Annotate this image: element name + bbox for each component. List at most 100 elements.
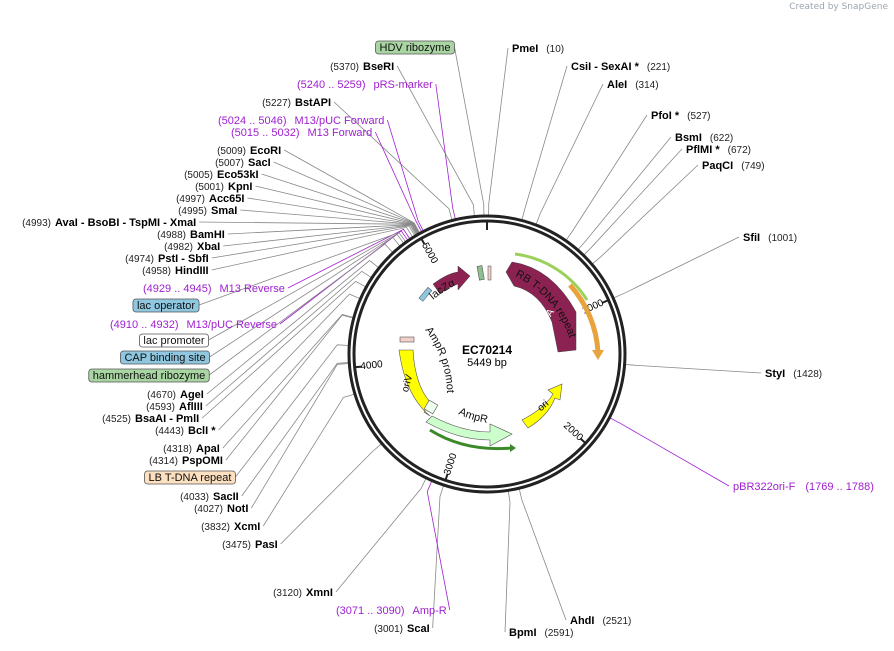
watermark-text: Created by SnapGene — [789, 2, 888, 12]
site-position: (3120) — [273, 588, 302, 599]
feature-name: CAP binding site — [124, 352, 205, 364]
primer-name: M13/pUC Reverse — [187, 319, 277, 331]
site-acc65i[interactable]: (4997)Acc65I — [176, 193, 244, 205]
callout-line — [432, 484, 445, 629]
site-position: (5001) — [195, 182, 224, 193]
site-name: XbaI — [197, 241, 220, 253]
site-name: AflIII — [179, 401, 203, 413]
site-position: (4974) — [125, 254, 154, 265]
feature-trfa[interactable]: trfA — [505, 252, 604, 360]
feature-cap-binding-site[interactable]: CAP binding site — [120, 350, 210, 365]
site-smai[interactable]: (4995)SmaI — [178, 205, 237, 217]
callout-line — [206, 260, 380, 395]
site-agei[interactable]: (4670)AgeI — [147, 389, 204, 401]
site-bseri[interactable]: (5370)BseRI — [330, 61, 394, 73]
site-position: (4318) — [163, 444, 192, 455]
site-name: AleI — [607, 79, 627, 91]
feature-ori[interactable]: ori — [521, 383, 563, 429]
feature-ampr-promoter — [399, 336, 415, 343]
feature-hammerhead-ribozyme[interactable]: hammerhead ribozyme — [88, 368, 210, 383]
site-bamhi[interactable]: (4988)BamHI — [157, 229, 225, 241]
primer-m13-puc-reverse[interactable]: (4910 .. 4932)M13/pUC Reverse — [110, 319, 277, 331]
site-bpmi[interactable]: BpmI(2591) — [509, 627, 573, 639]
primer-name: M13/pUC Forward — [295, 115, 385, 127]
feature-name: hammerhead ribozyme — [93, 370, 206, 382]
site-sfii[interactable]: SfiI(1001) — [743, 232, 797, 244]
site-alei[interactable]: AleI (314) — [607, 79, 659, 91]
primer-amp-r[interactable]: (3071 .. 3090)Amp-R — [336, 605, 447, 617]
callout-line — [335, 477, 427, 593]
site-position: (749) — [741, 161, 764, 172]
site-position: (314) — [635, 80, 658, 91]
site-pmei[interactable]: PmeI(10) — [512, 43, 564, 55]
ruler-tick — [354, 365, 362, 369]
callout-line — [209, 236, 401, 358]
site-apai[interactable]: (4318)ApaI — [163, 443, 220, 455]
callout-line — [396, 65, 475, 217]
site-avai[interactable]: (4993)AvaI - BsoBI - TspMI - XmaI — [22, 217, 196, 229]
site-scai[interactable]: (3001)ScaI — [374, 623, 430, 635]
primer-prs-marker[interactable]: (5240 .. 5259)pRS-marker — [297, 79, 433, 91]
callout-line — [535, 83, 604, 226]
site-name: BsmI — [675, 132, 702, 144]
backbone-outer — [347, 214, 627, 494]
site-saci[interactable]: (5007) SacI — [215, 157, 271, 169]
primer-position: (5024 .. 5046) — [218, 115, 287, 127]
callout-line — [521, 65, 568, 221]
feature-hdv-ribozyme[interactable]: HDV ribozyme — [375, 40, 455, 55]
site-eco53ki[interactable]: (5005)Eco53kI — [184, 169, 259, 181]
site-styi[interactable]: StyI(1428) — [765, 368, 822, 380]
feature-name: lac promoter — [143, 335, 204, 347]
site-bcli[interactable]: (4443)BclI * — [155, 425, 216, 437]
feature-lacza[interactable] — [432, 265, 471, 295]
feature-lb-t-dna-repeat[interactable]: LB T-DNA repeat — [144, 470, 236, 485]
site-xbai[interactable]: (4982)XbaI — [164, 241, 220, 253]
site-ahdi[interactable]: AhdI(2521) — [570, 615, 631, 627]
site-pspomi[interactable]: (4314)PspOMI — [149, 455, 223, 467]
ruler-tick-label: 3000 — [442, 452, 460, 477]
site-csii[interactable]: CsiI - SexAI *(221) — [571, 61, 670, 73]
site-name: PspOMI — [182, 455, 223, 467]
callout-line — [287, 228, 411, 289]
site-psti[interactable]: (4974)PstI - SbfI — [125, 253, 209, 265]
callout-line — [241, 362, 350, 497]
site-name: BclI * — [188, 425, 216, 437]
site-bsmi[interactable]: BsmI(622) — [675, 132, 733, 144]
orv-label: oriV — [400, 373, 415, 393]
primer-m13-forward[interactable]: (5015 .. 5032)M13 Forward — [231, 127, 372, 139]
site-name: AgeI — [180, 389, 204, 401]
site-position: (5007) — [215, 158, 244, 169]
site-bsaai[interactable]: (4525)BsaAI - PmlI — [102, 413, 199, 425]
site-xmni[interactable]: (3120)XmnI — [273, 587, 333, 599]
callout-line — [209, 243, 394, 376]
primer-position: (5015 .. 5032) — [231, 127, 300, 139]
site-sacii[interactable]: (4033)SacII — [180, 491, 239, 503]
site-pfoi[interactable]: PfoI *(527) — [651, 110, 710, 122]
primer-pbr322ori-f[interactable]: pBR322ori-F(1769 .. 1788) — [733, 481, 874, 493]
primer-m13-reverse[interactable]: (4929 .. 4945)M13 Reverse — [143, 283, 285, 295]
site-position: (5009) — [217, 146, 246, 157]
site-afliii[interactable]: (4593)AflIII — [146, 401, 203, 413]
site-name: SacI — [248, 157, 271, 169]
site-paqci[interactable]: PaqCI(749) — [702, 160, 765, 172]
callout-line — [208, 233, 405, 341]
site-bstapi[interactable]: (5227)BstAPI — [262, 97, 331, 109]
callout-line — [591, 164, 699, 265]
site-noti[interactable]: (4027)NotI — [194, 503, 248, 515]
ori-label: ori — [536, 398, 552, 414]
feature-lac-promoter[interactable]: lac promoter — [139, 333, 209, 348]
site-pflmi[interactable]: PflMI *(672) — [686, 144, 751, 156]
feature-box — [139, 333, 209, 348]
site-ecori[interactable]: (5009)EcoRI — [217, 145, 281, 157]
site-pasi[interactable]: (3475)PasI — [222, 539, 278, 551]
feature-ampr[interactable] — [425, 415, 516, 452]
feature-lac-operator[interactable]: lac operator — [132, 298, 200, 313]
primer-m13-puc-forward[interactable]: (5024 .. 5046) M13/pUC Forward — [218, 115, 384, 127]
site-hindiii[interactable]: (4958)HindIII — [142, 265, 209, 277]
site-position: (4993) — [22, 218, 51, 229]
feature-orv[interactable]: oriV — [398, 349, 431, 417]
callout-line — [609, 417, 730, 487]
site-kpni[interactable]: (5001)KpnI — [195, 181, 252, 193]
site-xcmi[interactable]: (3832)XcmI — [201, 521, 260, 533]
